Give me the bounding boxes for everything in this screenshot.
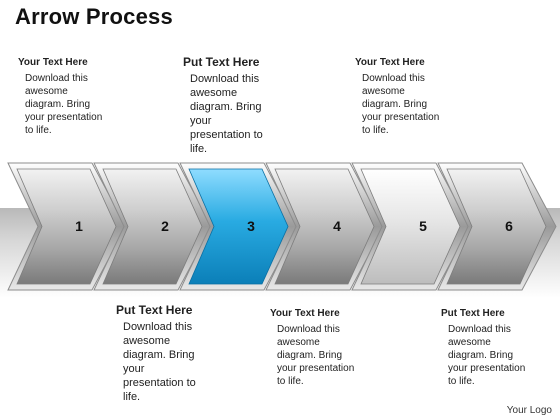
arrow-5 <box>360 168 461 285</box>
arrow-5-number: 5 <box>419 218 427 234</box>
arrow-4 <box>274 168 375 285</box>
top-text-body-2: Download this awesome diagram. Bring you… <box>190 73 263 155</box>
arrow-3 <box>188 168 289 285</box>
bottom-text-block-2: Your Text Here Download this awesome dia… <box>270 308 357 388</box>
bottom-text-heading-3: Put Text Here <box>441 308 505 319</box>
arrow-3-number: 3 <box>247 218 255 234</box>
arrow-4-number: 4 <box>333 218 341 234</box>
bottom-text-heading-1: Put Text Here <box>116 303 193 317</box>
arrow-1 <box>16 168 117 285</box>
top-text-body-3: Download this awesome diagram. Bring you… <box>362 73 440 136</box>
bottom-text-block-1: Put Text Here Download this awesome diag… <box>116 303 203 404</box>
bottom-text-block-3: Put Text Here Download this awesome diag… <box>441 308 528 388</box>
top-text-heading-1: Your Text Here <box>18 57 88 68</box>
top-text-block-1: Your Text Here Download this awesome dia… <box>18 57 105 137</box>
top-text-heading-3: Your Text Here <box>355 57 425 68</box>
top-text-block-2: Put Text Here Download this awesome diag… <box>183 55 270 156</box>
arrow-group: 1 2 3 4 5 6 <box>7 162 557 291</box>
arrow-2 <box>102 168 203 285</box>
logo-text: Your Logo <box>506 405 552 416</box>
top-text-block-3: Your Text Here Download this awesome dia… <box>355 57 442 137</box>
bottom-text-heading-2: Your Text Here <box>270 308 340 319</box>
top-text-heading-2: Put Text Here <box>183 55 260 69</box>
arrow-6 <box>446 168 547 285</box>
arrow-1-number: 1 <box>75 218 83 234</box>
bottom-text-body-1: Download this awesome diagram. Bring you… <box>123 321 196 403</box>
bottom-text-body-3: Download this awesome diagram. Bring you… <box>448 324 526 387</box>
arrow-6-number: 6 <box>505 218 513 234</box>
top-text-body-1: Download this awesome diagram. Bring you… <box>25 73 103 136</box>
bottom-text-body-2: Download this awesome diagram. Bring you… <box>277 324 355 387</box>
page-title: Arrow Process <box>15 4 173 29</box>
arrow-2-number: 2 <box>161 218 169 234</box>
